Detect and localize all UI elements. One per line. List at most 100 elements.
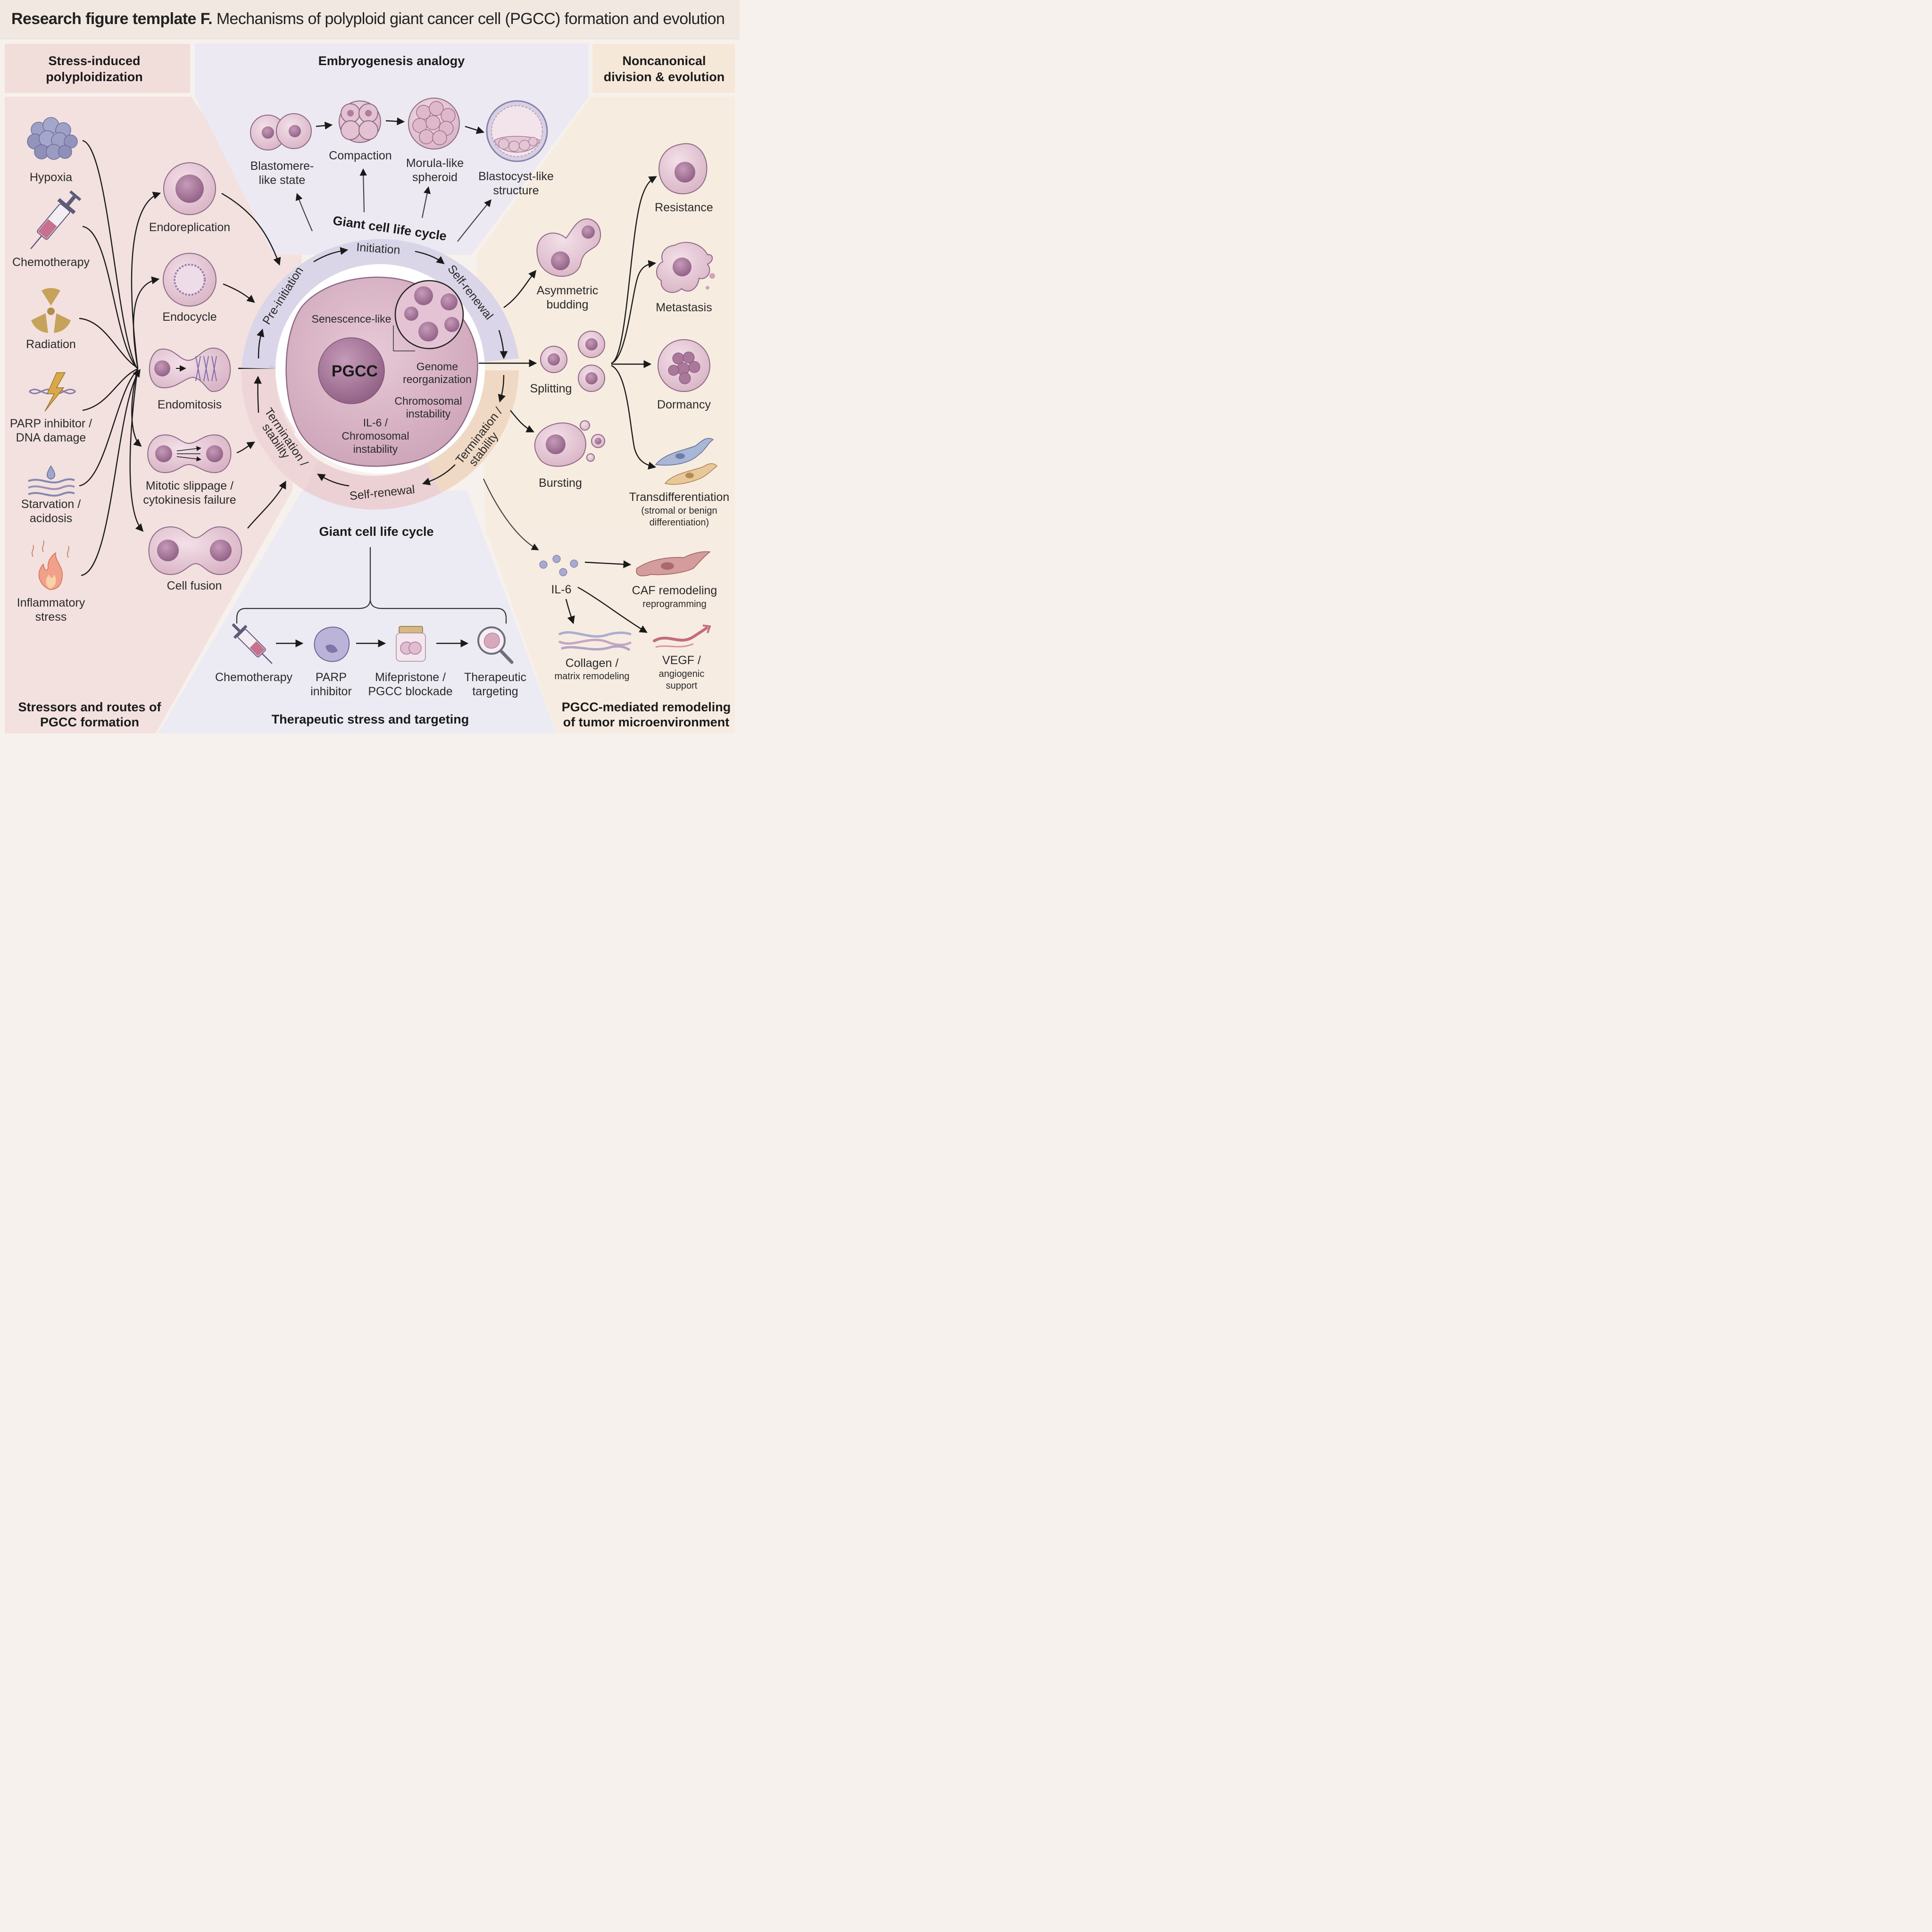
hypoxia-icon xyxy=(27,117,78,160)
route-label-3b: cytokinesis failure xyxy=(143,493,236,507)
therapy-label-3a: Therapeutic xyxy=(464,671,526,684)
therapy-label-1b: inhibitor xyxy=(310,685,352,698)
division-label-1: Splitting xyxy=(530,382,572,395)
stressor-label-0: Hypoxia xyxy=(30,171,72,184)
ring-arrow-4 xyxy=(498,330,508,359)
figure-title: Research figure template F. Mechanisms o… xyxy=(11,8,725,29)
division-label-2: Bursting xyxy=(539,476,582,490)
embryo-label-2a: Morula-like xyxy=(406,157,464,170)
division-label-0b: budding xyxy=(547,298,589,311)
outcome-label-0: Resistance xyxy=(655,201,713,214)
inset-magnifier xyxy=(394,280,464,350)
core-il6-2: Chromosomal xyxy=(341,430,409,442)
left-header-box xyxy=(5,44,190,93)
metastasis-cell xyxy=(656,242,715,293)
arrow-to-il6 xyxy=(483,478,539,550)
embryo-label-3a: Blastocyst-like xyxy=(478,170,554,183)
outcome-label-2: Dormancy xyxy=(657,398,711,411)
routes: Endoreplication Endocycle Endomitosis xyxy=(143,162,242,592)
ring-arrow-3 xyxy=(415,250,445,265)
section-headers: Stress-induced polyploidization Embryoge… xyxy=(18,54,731,729)
core-chromosomal-2: instability xyxy=(406,408,451,420)
left-footer-2: PGCC formation xyxy=(40,715,139,729)
route-label-1: Endocycle xyxy=(162,310,217,324)
magnifier-icon xyxy=(477,626,514,664)
arrow-to-metastasis xyxy=(611,260,657,364)
top-header: Embryogenesis analogy xyxy=(318,54,465,68)
route-arrows xyxy=(221,192,286,529)
parp-cell-icon xyxy=(314,626,350,662)
bottom-cycle-title: Giant cell life cycle xyxy=(319,525,433,539)
arrow-to-resistance xyxy=(611,176,657,364)
bracket-right xyxy=(369,599,507,624)
dna-damage-icon xyxy=(29,372,76,412)
radiation-icon xyxy=(31,288,71,333)
core-genome-2: reorganization xyxy=(403,373,472,385)
pgcc-cell xyxy=(285,276,478,467)
ring-arrow-1 xyxy=(257,328,265,359)
arrow-endoreplication-ring xyxy=(221,192,281,266)
core-il6-1: IL-6 / xyxy=(363,416,388,429)
panels xyxy=(5,43,735,733)
tme-vegf: VEGF / xyxy=(662,654,701,667)
core-il6-3: instability xyxy=(353,443,398,455)
arrow-to-blastomere xyxy=(295,193,313,232)
bracket-left xyxy=(236,547,371,624)
arrow-fusion-ring xyxy=(247,481,286,529)
therapy-label-1a: PARP xyxy=(316,671,347,684)
outcomes: Resistance Metastasis Dormancy xyxy=(629,143,729,528)
stressor-label-4a: Starvation / xyxy=(21,498,81,511)
arrow-to-bursting xyxy=(510,410,535,433)
transdifferentiation-cells xyxy=(655,438,718,485)
arrow-to-caf xyxy=(584,560,632,568)
asymmetric-budding-cell xyxy=(536,218,601,277)
syringe-icon xyxy=(30,190,82,250)
morula-cells xyxy=(408,98,460,150)
stressor-label-5a: Inflammatory xyxy=(17,596,85,609)
route-label-2: Endomitosis xyxy=(158,398,222,411)
arrow-radiation xyxy=(79,317,138,369)
bursting-cell xyxy=(534,420,605,467)
embryo-label-3b: structure xyxy=(493,184,539,197)
outcome-sub-3b: differentiation) xyxy=(650,517,709,528)
tme: IL-6 CAF remodeling reprogramming Collag… xyxy=(539,551,717,691)
stressor-label-3b: DNA damage xyxy=(16,431,86,444)
core-chromosomal-1: Chromosomal xyxy=(394,395,462,407)
core-labels: Senescence-like PGCC Genome reorganizati… xyxy=(312,313,472,455)
division-arrows xyxy=(479,176,657,550)
arrow-embryo-3 xyxy=(465,125,485,134)
mitotic-slippage-cell xyxy=(147,434,232,474)
ring-arrow-6 xyxy=(422,464,456,485)
arrow-starvation xyxy=(79,369,138,487)
core-genome-1: Genome xyxy=(416,360,458,373)
arrow-to-vegf xyxy=(577,586,648,633)
arrow-to-fusion xyxy=(129,367,144,532)
stressor-label-2: Radiation xyxy=(26,338,76,351)
endoreplication-cell xyxy=(163,162,216,215)
route-label-0: Endoreplication xyxy=(149,221,230,234)
resistance-cell xyxy=(658,143,708,194)
collagen-icon xyxy=(558,631,632,651)
ring-arrows xyxy=(254,247,508,487)
right-panel xyxy=(476,97,735,535)
tme-vegf-sub-1: angiogenic xyxy=(659,669,705,679)
stressor-label-1: Chemotherapy xyxy=(12,256,90,269)
embryo-label-0b: like state xyxy=(259,174,306,187)
divisions: Asymmetric budding Splitting Bursting xyxy=(530,218,605,490)
arrow-chemo xyxy=(82,225,137,368)
therapy-label-2a: Mifepristone / xyxy=(375,671,446,684)
bottom-panel xyxy=(158,491,557,733)
therapy-label-2b: PGCC blockade xyxy=(368,685,452,698)
acid-drop-icon xyxy=(28,465,75,497)
route-label-3a: Mitotic slippage / xyxy=(146,479,233,492)
caf-cell xyxy=(636,551,711,576)
ring-arrow-7 xyxy=(317,474,350,487)
embryo-label-1: Compaction xyxy=(329,149,391,162)
drug-jar-icon xyxy=(396,626,426,662)
stressor-arrows xyxy=(79,140,161,576)
ring-arrow-2 xyxy=(313,247,349,263)
tme-collagen-sub: matrix remodeling xyxy=(555,671,630,682)
stressors: Hypoxia Chemotherapy Radiation xyxy=(10,117,92,624)
right-footer-2: of tumor microenvironment xyxy=(563,715,730,729)
figure: Research figure template F. Mechanisms o… xyxy=(0,0,740,740)
